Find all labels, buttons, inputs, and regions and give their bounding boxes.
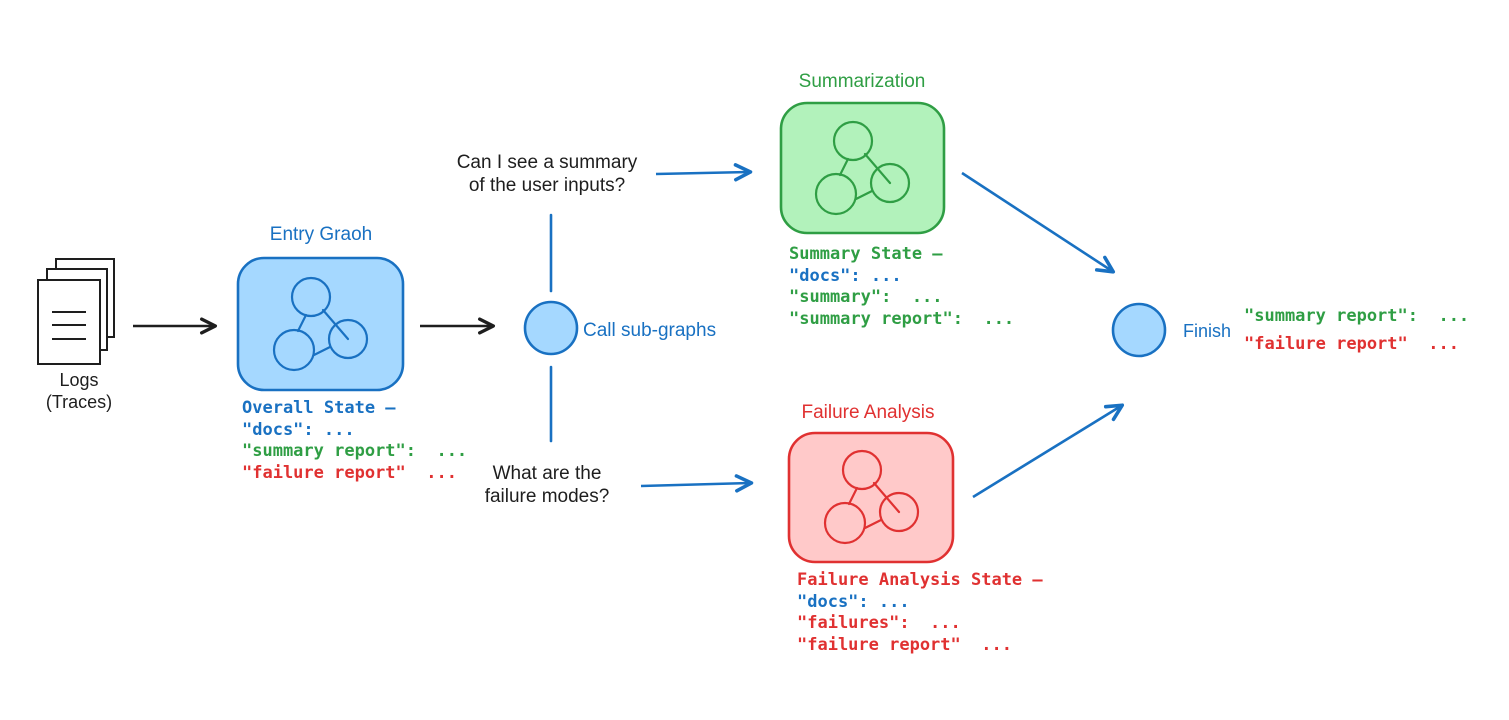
- state-line: Overall State –: [242, 398, 396, 418]
- summarization-node: [779, 101, 946, 235]
- logs-label: Logs (Traces): [46, 369, 112, 413]
- logs-stack-icon: [37, 258, 115, 365]
- entry-graph-title: Entry Graoh: [269, 224, 373, 245]
- state-line: "failures": ...: [797, 613, 961, 633]
- call-subgraphs-label: Call sub-graphs: [583, 320, 717, 341]
- state-line: "docs": ...: [242, 419, 355, 440]
- finish-node: [1111, 302, 1167, 358]
- state-line: "summary report": ...: [242, 441, 468, 461]
- finish-label: Finish: [1183, 321, 1232, 341]
- summary-question-text: Can I see a summary of the user inputs?: [456, 152, 638, 196]
- arrow-failure-to-finish: [972, 403, 1125, 499]
- logs-label-line2: (Traces): [45, 392, 113, 412]
- arrow-summary-question-to-summarization: [655, 163, 753, 182]
- summarization-title: Summarization: [798, 71, 926, 92]
- failure-state-text: Failure Analysis State – "docs": ... "fa…: [797, 570, 1043, 656]
- state-line: "summary report": ...: [789, 308, 1015, 329]
- failure-question-text: What are the failure modes?: [484, 463, 610, 507]
- logs-label-line1: Logs: [59, 370, 99, 390]
- arrow-failure-question-to-failure-analysis: [640, 474, 754, 493]
- state-line: "docs": ...: [789, 265, 902, 286]
- state-line: "summary report": ...: [1244, 306, 1470, 326]
- state-line: "summary": ...: [789, 287, 943, 307]
- failure-analysis-node: [787, 431, 955, 564]
- finish-output-text: "summary report": ... "failure report" .…: [1244, 302, 1469, 358]
- state-line: "failure report" ...: [242, 462, 457, 483]
- entry-graph-node: [236, 256, 405, 392]
- summary-state-text: Summary State – "docs": ... "summary": .…: [789, 244, 1014, 330]
- state-line: "failure report" ...: [797, 634, 1012, 655]
- call-subgraphs-node: [523, 300, 579, 356]
- failure-analysis-title: Failure Analysis: [801, 402, 935, 423]
- state-line: "docs": ...: [797, 591, 910, 612]
- state-line: Failure Analysis State –: [797, 570, 1043, 590]
- state-line: "failure report" ...: [1244, 334, 1459, 354]
- state-line: Summary State –: [789, 244, 943, 264]
- overall-state-text: Overall State – "docs": ... "summary rep…: [242, 398, 467, 484]
- arrow-summarization-to-finish: [961, 171, 1116, 274]
